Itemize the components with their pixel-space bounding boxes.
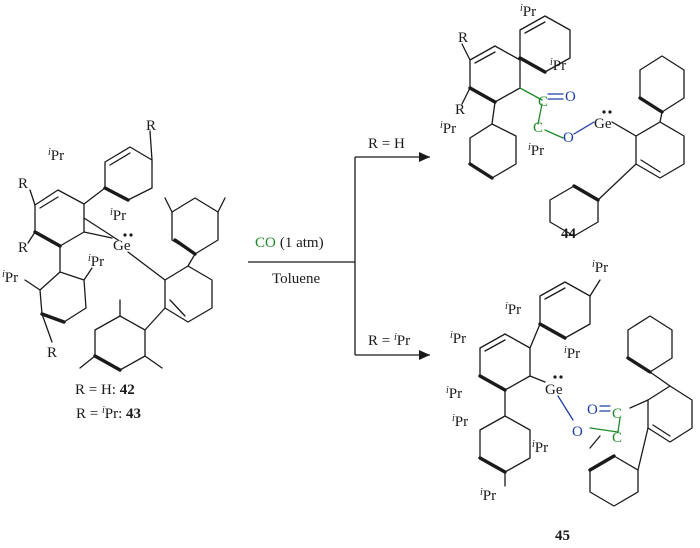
ge-label: Ge bbox=[545, 382, 563, 398]
ipr-label: iPr bbox=[505, 301, 521, 318]
ipr-label: iPr bbox=[520, 3, 536, 20]
upper-arrowhead bbox=[419, 152, 430, 162]
ipr-label: iPr bbox=[110, 207, 126, 224]
lower-arrowhead bbox=[419, 350, 430, 360]
lone-pair-dot bbox=[559, 375, 563, 379]
lone-pair-dot bbox=[602, 110, 606, 114]
r-label: R bbox=[47, 345, 57, 361]
ipr-label: iPr bbox=[452, 413, 468, 430]
carbonyl-oxygen: O bbox=[587, 402, 598, 418]
ge-label: Ge bbox=[594, 116, 612, 132]
condition-upper: R = H bbox=[368, 136, 405, 152]
ipr-label: iPr bbox=[446, 385, 462, 402]
quaternary-carbon: C bbox=[533, 120, 543, 136]
label-42: R = H: 42 bbox=[75, 382, 135, 398]
ipr-label: iPr bbox=[592, 259, 608, 276]
carbonyl-oxygen: O bbox=[565, 89, 576, 105]
r-label: R bbox=[455, 102, 465, 118]
reagent-co: CO(1 atm) bbox=[255, 235, 324, 251]
r-label: R bbox=[458, 30, 468, 46]
reactant-42-43: R R R R iPr iPr iPr iPr Ge R = H: 42 R =… bbox=[2, 118, 226, 422]
ipr-label: iPr bbox=[2, 269, 18, 286]
ether-oxygen: O bbox=[572, 424, 583, 440]
r-label: R bbox=[18, 240, 28, 256]
ipr-label: iPr bbox=[440, 120, 456, 137]
ipr-label: iPr bbox=[48, 147, 64, 164]
lone-pair-dot bbox=[553, 375, 557, 379]
ether-oxygen: O bbox=[563, 130, 574, 146]
r-label: R bbox=[18, 176, 28, 192]
carbonyl-carbon: C bbox=[612, 406, 622, 422]
ipr-label: iPr bbox=[88, 253, 104, 270]
label-43: R = iPr: 43 bbox=[76, 405, 141, 422]
ipr-label: iPr bbox=[564, 345, 580, 362]
ipr-label: iPr bbox=[450, 330, 466, 347]
label-44: 44 bbox=[561, 226, 577, 242]
lone-pair-dot bbox=[129, 233, 133, 237]
quaternary-carbon: C bbox=[612, 430, 622, 446]
lone-pair-dot bbox=[123, 233, 127, 237]
solvent-toluene: Toluene bbox=[272, 271, 320, 287]
ipr-label: iPr bbox=[550, 57, 566, 74]
reaction-arrows: CO(1 atm) Toluene R = H R = iPr bbox=[248, 136, 430, 360]
ge-label: Ge bbox=[113, 238, 131, 254]
lone-pair-dot bbox=[608, 110, 612, 114]
ipr-label: iPr bbox=[480, 487, 496, 504]
r-label: R bbox=[146, 118, 156, 134]
ipr-label: iPr bbox=[528, 142, 544, 159]
ipr-label: iPr bbox=[532, 439, 548, 456]
condition-lower: R = iPr bbox=[368, 332, 410, 349]
product-45: iPr iPr iPr iPr iPr iPr iPr iPr Ge O O C… bbox=[446, 259, 693, 544]
product-44: R R iPr iPr iPr iPr C O C O Ge 44 bbox=[440, 3, 685, 242]
carbonyl-carbon: C bbox=[538, 94, 548, 110]
label-45: 45 bbox=[555, 528, 570, 544]
